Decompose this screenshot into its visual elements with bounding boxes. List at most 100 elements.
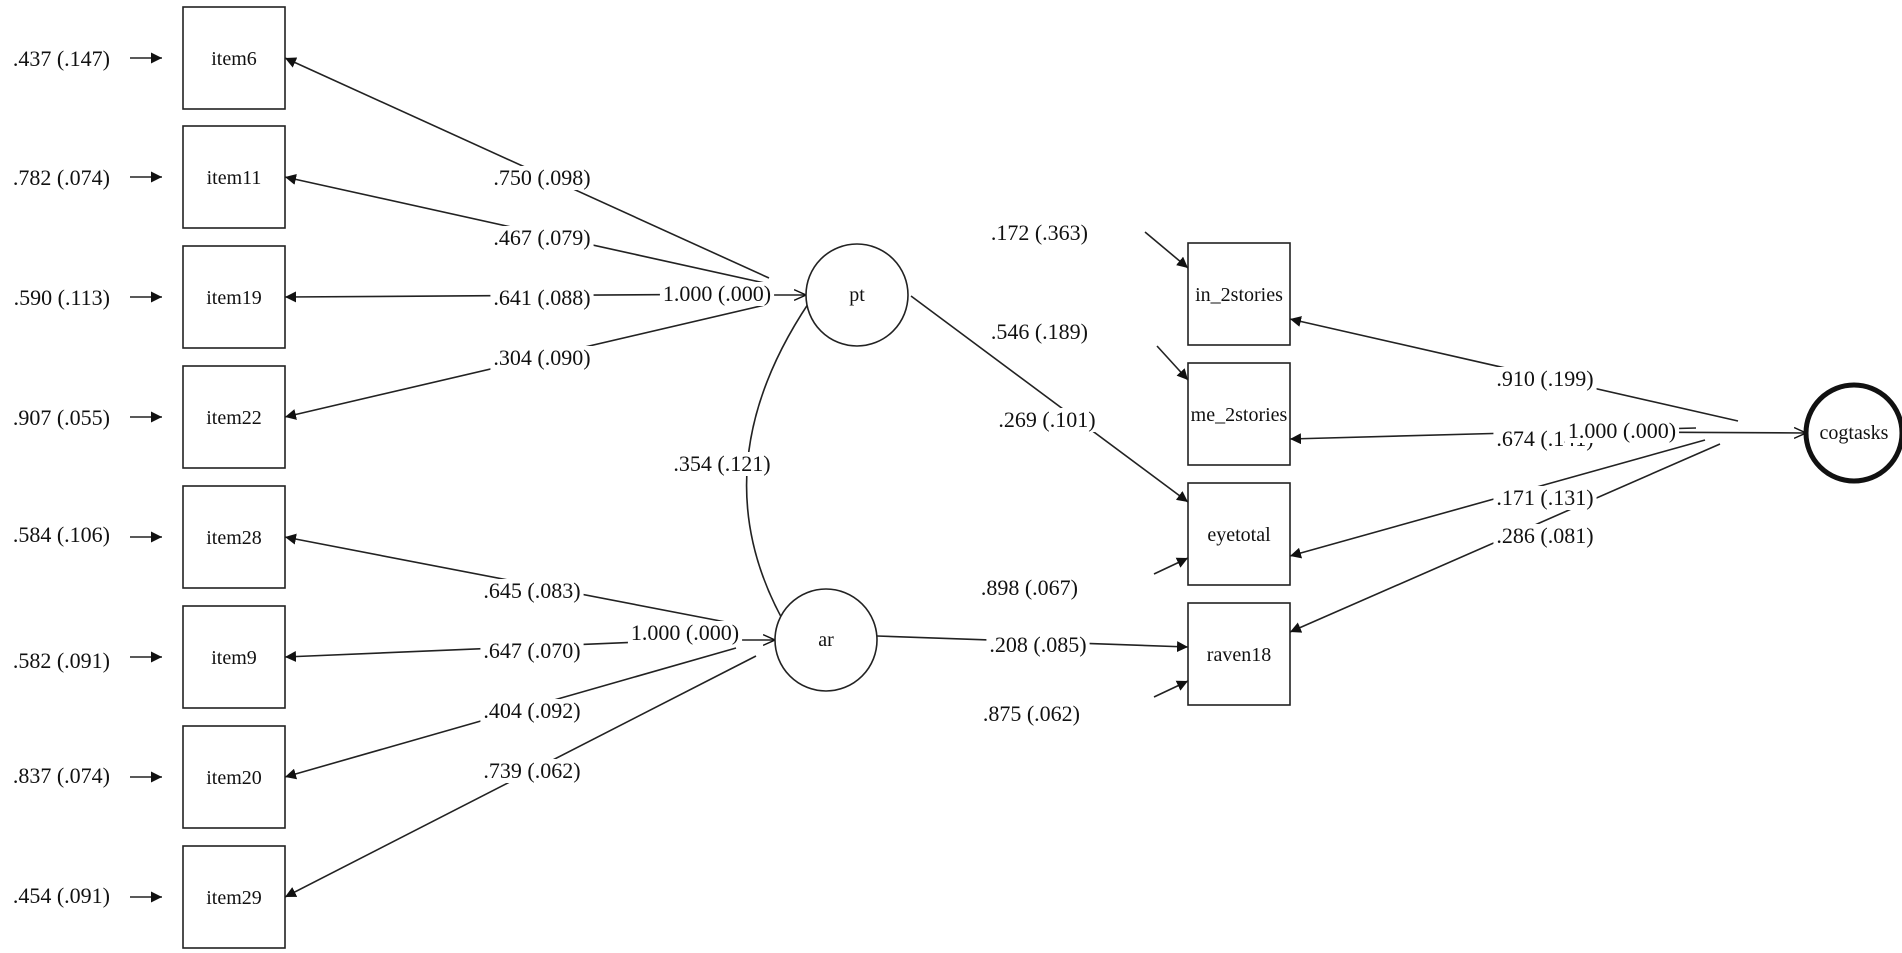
variance-label-ar-mask bbox=[627, 621, 743, 645]
path-label-ar-item9-group: .647 (.070) bbox=[480, 638, 584, 663]
observed-label-eyetotal: eyetotal bbox=[1207, 524, 1271, 546]
path-label-ar-raven18-mask bbox=[986, 633, 1090, 657]
observed-item22: item22 bbox=[182, 365, 286, 469]
path-label-pt-item19-mask bbox=[490, 286, 594, 310]
path-label-pt-item6-mask bbox=[490, 166, 594, 190]
latent-label-pt: pt bbox=[849, 284, 865, 306]
latent-label-ar: ar bbox=[818, 629, 834, 651]
path-label-ar-item20: .404 (.092) bbox=[483, 698, 580, 723]
variance-label-pt-group: 1.000 (.000) bbox=[659, 281, 775, 306]
error-label-eyetotal-group: .898 (.067) bbox=[977, 575, 1081, 600]
path-label-ar-item20-group: .404 (.092) bbox=[480, 698, 584, 723]
observed-box-item11 bbox=[182, 125, 286, 229]
error-label-item6-mask bbox=[9, 47, 113, 71]
observed-box-me_2stories bbox=[1187, 362, 1291, 466]
path-label-cogtasks-in_2stories: .910 (.199) bbox=[1496, 366, 1593, 391]
variance-label-cogtasks: 1.000 (.000) bbox=[1568, 418, 1676, 443]
error-label-item20-mask bbox=[9, 764, 113, 788]
latent-label-cogtasks: cogtasks bbox=[1820, 422, 1889, 444]
observed-box-eyetotal bbox=[1187, 482, 1291, 586]
path-label-ar-item28: .645 (.083) bbox=[483, 578, 580, 603]
covariance-label-pt-ar: .354 (.121) bbox=[673, 451, 770, 476]
path-label-ar-item29-mask bbox=[480, 759, 584, 783]
observed-box-item22 bbox=[182, 365, 286, 469]
error-arrow-eyetotal bbox=[1153, 557, 1189, 575]
error-label-item29-group: .454 (.091) bbox=[9, 883, 113, 908]
path-label-pt-eyetotal-group: .269 (.101) bbox=[995, 407, 1099, 432]
variance-label-cogtasks-group: 1.000 (.000) bbox=[1564, 418, 1680, 443]
path-label-cogtasks-in_2stories-group: .910 (.199) bbox=[1493, 366, 1597, 391]
error-label-in_2stories-group: .172 (.363) bbox=[987, 220, 1091, 245]
path-label-ar-item9: .647 (.070) bbox=[483, 638, 580, 663]
path-label-pt-item19-group: .641 (.088) bbox=[490, 285, 594, 310]
error-label-me_2stories: .546 (.189) bbox=[991, 319, 1088, 344]
variance-label-cogtasks-mask bbox=[1564, 419, 1680, 443]
error-label-raven18-group: .875 (.062) bbox=[979, 701, 1083, 726]
path-label-ar-raven18: .208 (.085) bbox=[989, 632, 1086, 657]
error-label-raven18: .875 (.062) bbox=[983, 701, 1080, 726]
path-label-cogtasks-eyetotal-mask bbox=[1493, 486, 1597, 510]
observed-box-item9 bbox=[182, 605, 286, 709]
observed-box-raven18 bbox=[1187, 602, 1291, 706]
error-label-item28-group: .584 (.106) bbox=[9, 522, 113, 547]
observed-box-item19 bbox=[182, 245, 286, 349]
path-label-cogtasks-in_2stories-mask bbox=[1493, 367, 1597, 391]
observed-in_2stories: in_2stories bbox=[1187, 242, 1291, 346]
variance-label-ar-group: 1.000 (.000) bbox=[627, 620, 743, 645]
error-label-item6: .437 (.147) bbox=[13, 46, 110, 71]
variance-label-pt: 1.000 (.000) bbox=[663, 281, 771, 306]
observed-item28: item28 bbox=[182, 485, 286, 589]
observed-label-item19: item19 bbox=[206, 287, 262, 309]
latent-ar: ar bbox=[774, 588, 878, 692]
observed-label-item29: item29 bbox=[206, 887, 262, 909]
observed-label-raven18: raven18 bbox=[1207, 644, 1271, 666]
error-label-raven18-mask bbox=[979, 702, 1083, 726]
observed-item11: item11 bbox=[182, 125, 286, 229]
observed-box-item29 bbox=[182, 845, 286, 949]
error-label-item22: .907 (.055) bbox=[13, 405, 110, 430]
path-label-pt-item19: .641 (.088) bbox=[493, 285, 590, 310]
error-label-eyetotal-mask bbox=[977, 576, 1081, 600]
covariance-label-pt-ar-group: .354 (.121) bbox=[670, 451, 774, 476]
observed-item6: item6 bbox=[182, 6, 286, 110]
error-label-item28-mask bbox=[9, 523, 113, 547]
error-label-eyetotal: .898 (.067) bbox=[981, 575, 1078, 600]
error-label-me_2stories-mask bbox=[987, 320, 1091, 344]
variance-label-ar: 1.000 (.000) bbox=[631, 620, 739, 645]
observed-me_2stories: me_2stories bbox=[1187, 362, 1291, 466]
latent-circle-cogtasks bbox=[1803, 382, 1902, 484]
path-label-ar-item29-group: .739 (.062) bbox=[480, 758, 584, 783]
path-label-cogtasks-eyetotal: .171 (.131) bbox=[1496, 485, 1593, 510]
error-label-item9-group: .582 (.091) bbox=[9, 648, 113, 673]
observed-item20: item20 bbox=[182, 725, 286, 829]
nodes-layer: item6 item11 item19 item22 item28 item9 item20… bbox=[182, 6, 1902, 949]
path-label-ar-item28-group: .645 (.083) bbox=[480, 578, 584, 603]
observed-item29: item29 bbox=[182, 845, 286, 949]
latent-pt: pt bbox=[805, 243, 909, 347]
observed-box-item6 bbox=[182, 6, 286, 110]
observed-label-item9: item9 bbox=[211, 647, 257, 669]
error-label-item11: .782 (.074) bbox=[13, 165, 110, 190]
path-label-pt-item22: .304 (.090) bbox=[493, 345, 590, 370]
edges-layer bbox=[130, 52, 1806, 903]
error-arrow-raven18 bbox=[1153, 680, 1189, 698]
error-label-item20: .837 (.074) bbox=[13, 763, 110, 788]
path-label-pt-item11: .467 (.079) bbox=[493, 225, 590, 250]
path-label-pt-item22-group: .304 (.090) bbox=[490, 345, 594, 370]
error-label-item19: .590 (.113) bbox=[14, 285, 110, 310]
path-label-ar-item20-mask bbox=[480, 699, 584, 723]
observed-item19: item19 bbox=[182, 245, 286, 349]
observed-eyetotal: eyetotal bbox=[1187, 482, 1291, 586]
path-arrow-pt-eyetotal bbox=[910, 295, 1189, 503]
error-label-item19-mask bbox=[10, 286, 113, 310]
latent-circle-ar bbox=[774, 588, 878, 692]
covariance-label-pt-ar-mask bbox=[670, 452, 774, 476]
observed-box-item20 bbox=[182, 725, 286, 829]
observed-raven18: raven18 bbox=[1187, 602, 1291, 706]
path-label-ar-raven18-group: .208 (.085) bbox=[986, 632, 1090, 657]
path-label-pt-eyetotal: .269 (.101) bbox=[998, 407, 1095, 432]
path-label-ar-item9-mask bbox=[480, 639, 584, 663]
error-label-item22-group: .907 (.055) bbox=[9, 405, 113, 430]
error-label-item11-mask bbox=[9, 166, 113, 190]
